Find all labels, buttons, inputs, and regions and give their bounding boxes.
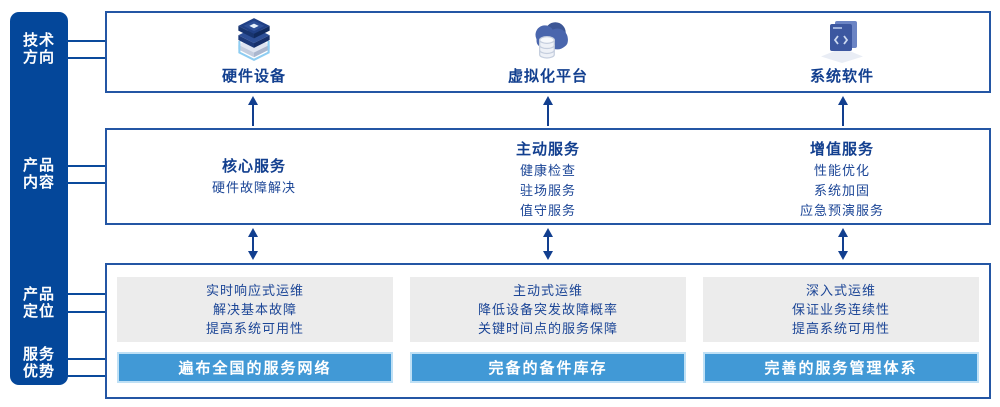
- service-col-core: 核心服务 硬件故障解决: [107, 130, 401, 223]
- connector-line: [66, 165, 105, 167]
- up-arrow-icon: [838, 96, 848, 126]
- sidebar-label-line: 优势: [22, 363, 55, 380]
- positioning-line: 解决基本故障: [212, 302, 297, 318]
- service-item: 硬件故障解决: [211, 179, 296, 195]
- positioning-card: 实时响应式运维 解决基本故障 提高系统可用性: [117, 277, 393, 343]
- connector-line: [66, 358, 105, 360]
- double-arrow-icon: [838, 228, 848, 260]
- positioning-line: 关键时间点的服务保障: [477, 321, 618, 337]
- positioning-card: 主动式运维 降低设备突发故障概率 关键时间点的服务保障: [410, 277, 686, 343]
- connector-line: [66, 57, 105, 59]
- double-arrow-icon: [248, 228, 258, 260]
- advantage-banner: 完善的服务管理体系: [703, 352, 979, 383]
- sidebar-label-line: 产品: [22, 157, 55, 174]
- tech-direction-box: 硬件设备 虚拟化平台 系统软: [105, 11, 991, 93]
- sidebar-label-line: 定位: [22, 303, 55, 320]
- tech-label: 系统软件: [809, 68, 874, 85]
- sidebar-label-line: 方向: [22, 49, 55, 66]
- sidebar-item-service-advantage: 服务 优势: [10, 346, 68, 380]
- positioning-line: 主动式运维: [512, 283, 583, 299]
- service-item: 性能优化: [813, 163, 870, 178]
- cloud-database-icon: [535, 22, 568, 59]
- sidebar: 技术 方向 产品 内容 产品 定位 服务 优势: [10, 12, 68, 385]
- sidebar-label-line: 服务: [22, 346, 55, 363]
- code-window-icon: [821, 21, 863, 63]
- connector-line: [66, 40, 105, 42]
- tech-col-virtualization: 虚拟化平台: [401, 13, 695, 91]
- product-content-box: 核心服务 硬件故障解决 主动服务 健康检查 驻场服务 值守服务 增值服务 性能优…: [105, 128, 991, 225]
- up-arrow-icon: [248, 96, 258, 126]
- service-item: 健康检查: [519, 163, 576, 178]
- service-item: 值守服务: [519, 203, 576, 218]
- advantage-banner: 遍布全国的服务网络: [117, 352, 393, 383]
- positioning-col-proactive: 主动式运维 降低设备突发故障概率 关键时间点的服务保障 完备的备件库存: [410, 277, 686, 383]
- up-arrow-icon: [543, 96, 553, 126]
- positioning-line: 降低设备突发故障概率: [477, 302, 618, 318]
- connector-line: [66, 293, 105, 295]
- service-col-proactive: 主动服务 健康检查 驻场服务 值守服务: [401, 130, 695, 223]
- tech-col-system-software: 系统软件: [695, 13, 989, 91]
- service-title: 主动服务: [515, 141, 580, 158]
- positioning-col-deep: 深入式运维 保证业务连续性 提高系统可用性 完善的服务管理体系: [703, 277, 979, 383]
- positioning-card: 深入式运维 保证业务连续性 提高系统可用性: [703, 277, 979, 343]
- positioning-line: 深入式运维: [805, 283, 876, 299]
- sidebar-label-line: 技术: [22, 32, 55, 49]
- double-arrow-icon: [543, 228, 553, 260]
- positioning-line: 实时响应式运维: [205, 283, 304, 299]
- positioning-line: 提高系统可用性: [791, 321, 890, 337]
- sidebar-label-line: 产品: [22, 286, 55, 303]
- service-col-value-added: 增值服务 性能优化 系统加固 应急预演服务: [695, 130, 989, 223]
- advantage-banner: 完备的备件库存: [410, 352, 686, 383]
- product-positioning-box: 实时响应式运维 解决基本故障 提高系统可用性 遍布全国的服务网络 主动式运维 降…: [105, 263, 991, 399]
- tech-col-hardware: 硬件设备: [107, 13, 401, 91]
- sidebar-item-tech-direction: 技术 方向: [10, 32, 68, 66]
- service-item: 应急预演服务: [799, 203, 884, 218]
- server-stack-icon: [238, 18, 270, 61]
- sidebar-label-line: 内容: [22, 174, 55, 191]
- connector-line: [66, 182, 105, 184]
- service-title: 增值服务: [809, 141, 874, 158]
- positioning-line: 保证业务连续性: [791, 302, 890, 318]
- tech-label: 硬件设备: [221, 68, 286, 85]
- connector-line: [66, 311, 105, 313]
- tech-label: 虚拟化平台: [507, 68, 588, 85]
- sidebar-item-product-positioning: 产品 定位: [10, 286, 68, 320]
- connector-line: [66, 375, 105, 377]
- positioning-line: 提高系统可用性: [205, 321, 304, 337]
- service-item: 系统加固: [813, 183, 870, 198]
- positioning-col-realtime: 实时响应式运维 解决基本故障 提高系统可用性 遍布全国的服务网络: [117, 277, 393, 383]
- sidebar-item-product-content: 产品 内容: [10, 157, 68, 191]
- service-title: 核心服务: [221, 157, 286, 175]
- service-item: 驻场服务: [519, 183, 576, 198]
